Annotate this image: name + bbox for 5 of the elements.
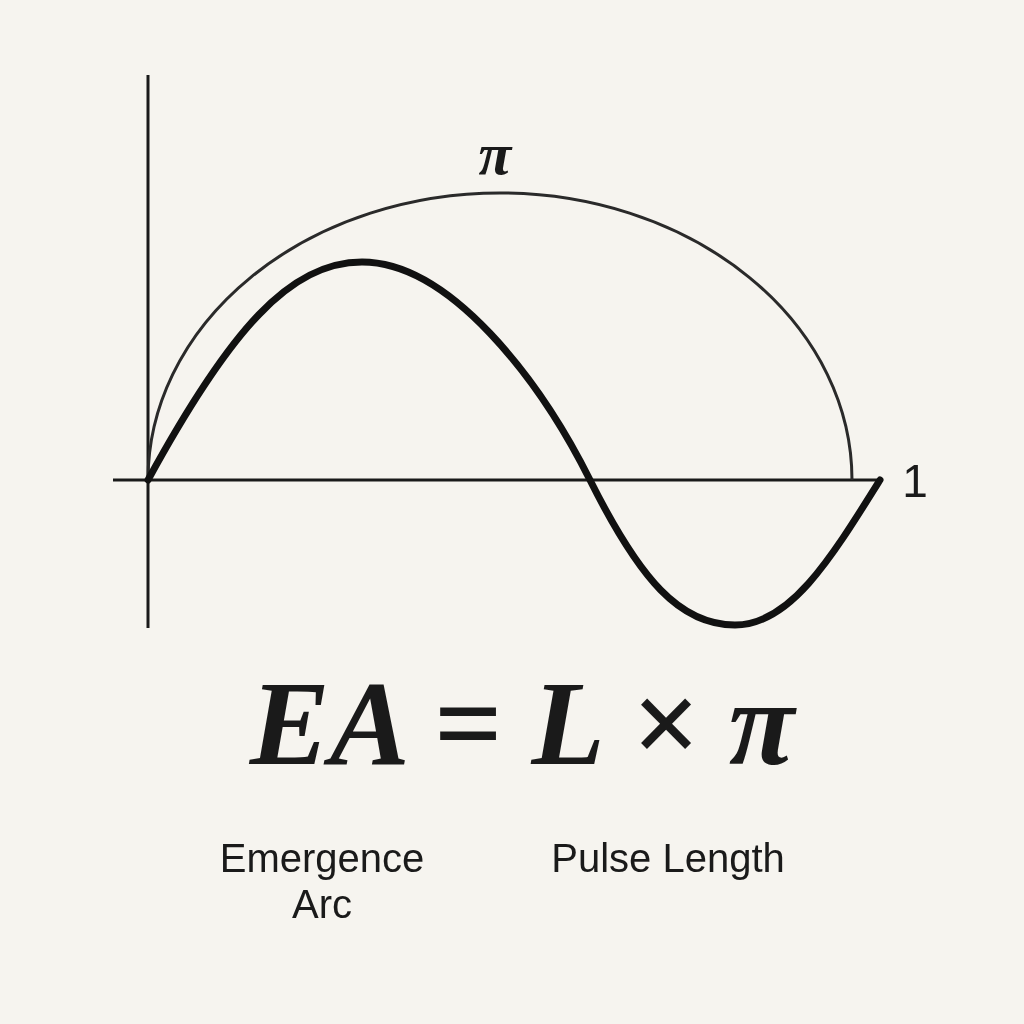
curve-label: π	[478, 120, 512, 189]
axis-label: 1	[902, 455, 928, 508]
formula: EA = L × π	[249, 656, 795, 792]
term-label: Pulse Length	[551, 835, 785, 881]
term-label: Emergence Arc	[218, 835, 426, 927]
